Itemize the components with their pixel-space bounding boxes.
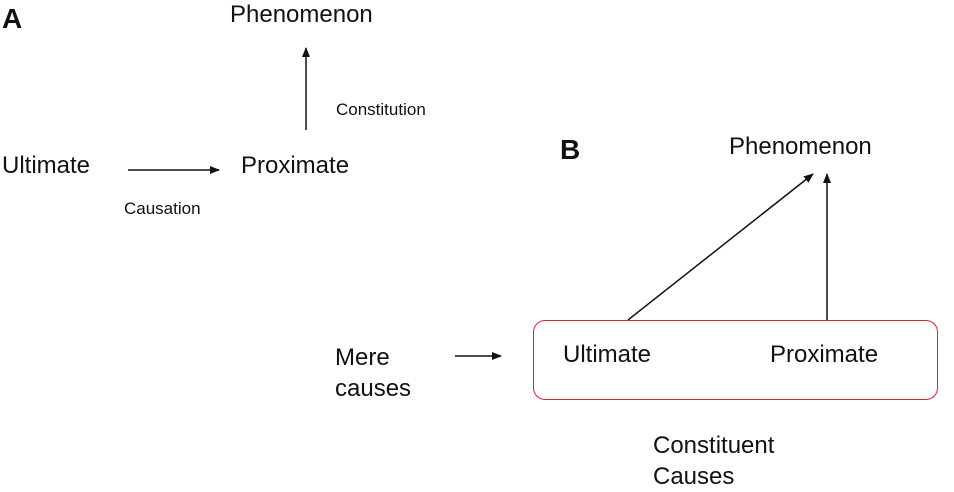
constituent-causes-line-1: Constituent [653, 432, 775, 459]
panel-a-ultimate: Ultimate [2, 152, 91, 179]
panel-a-proximate: Proximate [241, 152, 350, 179]
mere-causes-line-2: causes [335, 375, 412, 402]
panel-a-phenomenon: Phenomenon [230, 1, 373, 28]
panel-b-constituent-causes: Constituent Causes [653, 430, 774, 492]
panel-b-letter: B [560, 134, 581, 165]
constituent-causes-box [533, 320, 938, 400]
panel-b-phenomenon: Phenomenon [729, 133, 872, 160]
panel-a-letter: A [2, 3, 23, 34]
panel-b-mere-causes: Mere causes [335, 342, 411, 404]
panel-b-ultimate: Ultimate [563, 341, 652, 368]
panel-a-constitution-label: Constitution [336, 100, 426, 119]
arrow-ultimate-to-phenomenon-b [627, 173, 814, 321]
panel-b-proximate: Proximate [770, 341, 879, 368]
panel-a-causation-label: Causation [124, 199, 201, 218]
mere-causes-line-1: Mere [335, 344, 390, 371]
constituent-causes-line-2: Causes [653, 463, 735, 490]
